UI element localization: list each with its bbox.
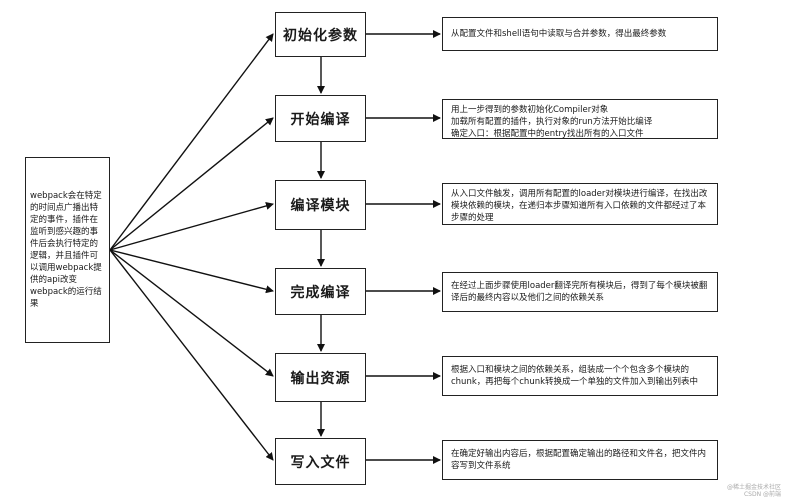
side-link-6 [109, 249, 274, 461]
watermark-line: CSDN @前端 [743, 491, 781, 498]
desc-emit-assets: 根据入口和模块之间的依赖关系，组装成一个个包含多个模块的chunk，再把每个ch… [442, 356, 718, 396]
step-write-files: 写入文件 [275, 438, 366, 485]
side-note-text: webpack会在特定的时间点广播出特定的事件，插件在监听到感兴趣的事件后会执行… [30, 191, 102, 309]
desc-write-files: 在确定好输出内容后，根据配置确定输出的路径和文件名，把文件内容写到文件系统 [442, 440, 718, 480]
desc-text: 在经过上面步骤使用loader翻译完所有模块后，得到了每个模块被翻译后的最终内容… [451, 281, 708, 303]
side-link-3 [109, 202, 274, 251]
step-title: 输出资源 [290, 370, 351, 387]
side-link-5 [109, 249, 274, 377]
desc-text: 在确定好输出内容后，根据配置确定输出的路径和文件名，把文件内容写到文件系统 [451, 449, 707, 471]
desc-start-compile: 用上一步得到的参数初始化Compiler对象 加载所有配置的插件，执行对象的ru… [442, 99, 718, 139]
step-init-params: 初始化参数 [275, 12, 366, 57]
side-link-1 [109, 33, 274, 251]
step-start-compile: 开始编译 [275, 95, 366, 142]
step-compile-modules: 编译模块 [275, 180, 366, 230]
step-title: 初始化参数 [283, 27, 358, 44]
side-link-2 [109, 117, 274, 251]
side-link-4 [109, 249, 274, 294]
step-title: 编译模块 [290, 198, 351, 214]
desc-text: 从入口文件触发，调用所有配置的loader对模块进行编译，在找出改模块依赖的模块… [451, 189, 708, 223]
desc-text: 用上一步得到的参数初始化Compiler对象 加载所有配置的插件，执行对象的ru… [451, 105, 653, 139]
watermark-line: @稀土掘金技术社区 [726, 484, 781, 491]
desc-text: 根据入口和模块之间的依赖关系，组装成一个个包含多个模块的chunk，再把每个ch… [451, 365, 699, 387]
desc-finish-compile: 在经过上面步骤使用loader翻译完所有模块后，得到了每个模块被翻译后的最终内容… [442, 272, 718, 312]
step-title: 完成编译 [290, 284, 351, 301]
step-title: 开始编译 [290, 111, 351, 128]
desc-compile-modules: 从入口文件触发，调用所有配置的loader对模块进行编译，在找出改模块依赖的模块… [442, 183, 718, 225]
step-emit-assets: 输出资源 [275, 353, 366, 402]
step-finish-compile: 完成编译 [275, 268, 366, 315]
watermark: @稀土掘金技术社区 CSDN @前端 [727, 484, 781, 498]
desc-text: 从配置文件和shell语句中读取与合并参数，得出最终参数 [451, 29, 667, 39]
step-title: 写入文件 [290, 454, 351, 471]
desc-init-params: 从配置文件和shell语句中读取与合并参数，得出最终参数 [442, 17, 718, 51]
side-note-box: webpack会在特定的时间点广播出特定的事件，插件在监听到感兴趣的事件后会执行… [25, 157, 110, 343]
